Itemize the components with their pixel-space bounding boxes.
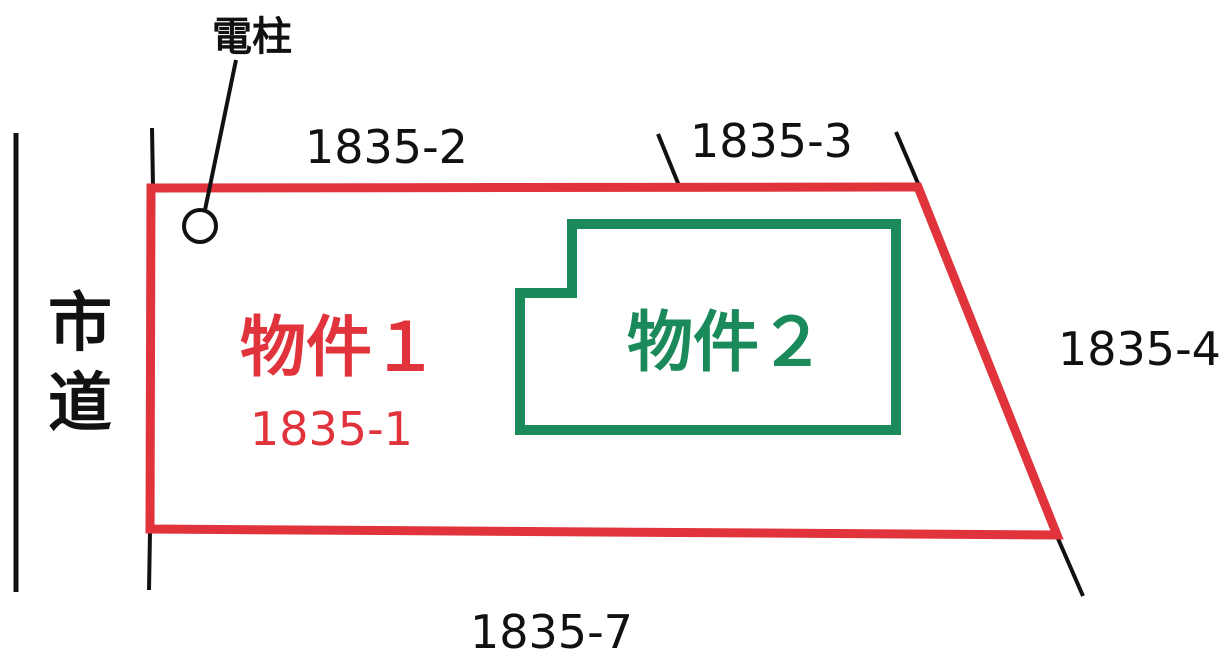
utility-pole-label: 電柱 <box>212 14 292 60</box>
boundary-tick-nw <box>150 127 155 188</box>
boundary-tick-sw <box>147 531 152 591</box>
property1-label: 物件１ <box>240 309 438 386</box>
parcel-east: 1835-4 <box>1058 322 1221 376</box>
property2-label: 物件２ <box>627 304 825 381</box>
boundary-tick-n <box>656 133 682 189</box>
property1-lot: 1835-1 <box>250 402 413 456</box>
parcel-north-left: 1835-2 <box>305 120 468 174</box>
utility-pole-icon <box>182 208 218 244</box>
road-label-char1: 市 <box>48 287 112 361</box>
utility-pole-leader <box>203 59 238 211</box>
road-label-char2: 道 <box>48 367 112 441</box>
property1-boundary <box>145 182 1064 540</box>
property2-building <box>515 219 901 435</box>
parcel-south: 1835-7 <box>470 605 633 653</box>
boundary-tick-se <box>1054 533 1085 597</box>
parcel-north-right: 1835-3 <box>690 114 853 168</box>
boundary-tick-ne <box>894 131 922 189</box>
